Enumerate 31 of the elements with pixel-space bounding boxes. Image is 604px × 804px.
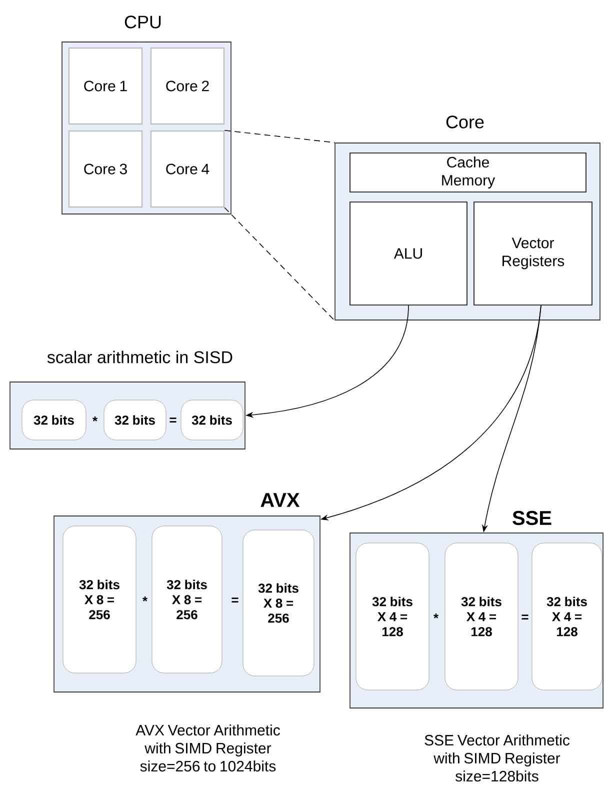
panel-title: SSE [512,510,552,526]
panel-title: Core [446,116,484,128]
node-label: AVX Vector Arithmetic with SIMD Register size=256 to 1024bits [136,724,280,772]
register-box: 32 bits [22,400,86,440]
operator-sign: * [142,596,148,602]
node-label: SSE Vector Arithmetic with SIMD Register size=128bits [424,734,570,782]
core-box: Core 2 [150,47,225,125]
operator-sign: * [434,614,439,618]
core-box: Core 3 [68,130,143,208]
register-box: 32 bits X 4 = 128 [444,542,518,690]
unit-box: ALU [350,202,468,306]
panel-title: CPU [124,16,161,28]
core-box: Core 1 [68,47,143,125]
operator-sign: = [522,614,528,620]
register-box: 32 bits X 8 = 256 [152,526,222,674]
register-box: 32 bits X 4 = 128 [356,542,430,690]
panel-title: AVX [260,493,300,507]
connector-line [224,207,335,321]
register-box: 32 bits [180,400,244,440]
operator-sign: = [170,418,176,423]
connector-line [224,130,335,143]
unit-box: Vector Registers [474,202,592,306]
register-box: 32 bits [104,400,166,440]
unit-box: Cache Memory [350,152,586,192]
operator-sign: * [92,416,98,422]
core-box: Core 4 [150,130,225,208]
register-box: 32 bits X 8 = 256 [242,530,314,676]
panel-title: scalar arithmetic in SISD [47,350,232,364]
register-box: 32 bits X 4 = 128 [532,542,602,690]
operator-sign: = [232,598,238,603]
register-box: 32 bits X 8 = 256 [62,526,136,674]
